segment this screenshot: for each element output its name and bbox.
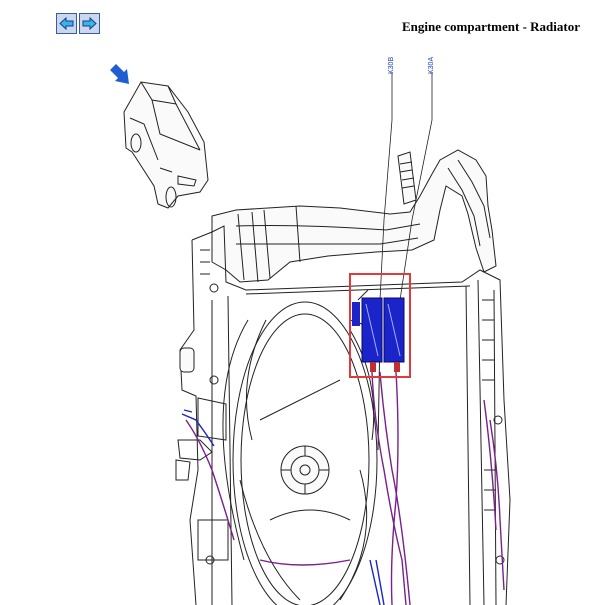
arrow-right-icon <box>82 17 97 30</box>
car-locator-icon <box>123 81 209 209</box>
cooling-fan <box>222 289 381 605</box>
relay-connectors <box>352 297 405 372</box>
connector-highlight-box <box>349 273 411 378</box>
connector-label-k30b: K30B <box>388 57 395 74</box>
radiator-assembly <box>175 149 511 605</box>
connector-label-k30a: K30A <box>428 57 435 74</box>
page-title: Engine compartment - Radiator <box>401 19 580 34</box>
wiring-harness <box>185 371 505 605</box>
forward-button[interactable] <box>79 13 100 34</box>
back-button[interactable] <box>56 13 77 34</box>
sensor-wire <box>181 409 385 605</box>
connector-leader-lines <box>379 72 433 301</box>
orientation-arrow-icon <box>110 64 129 84</box>
arrow-left-icon <box>59 17 74 30</box>
